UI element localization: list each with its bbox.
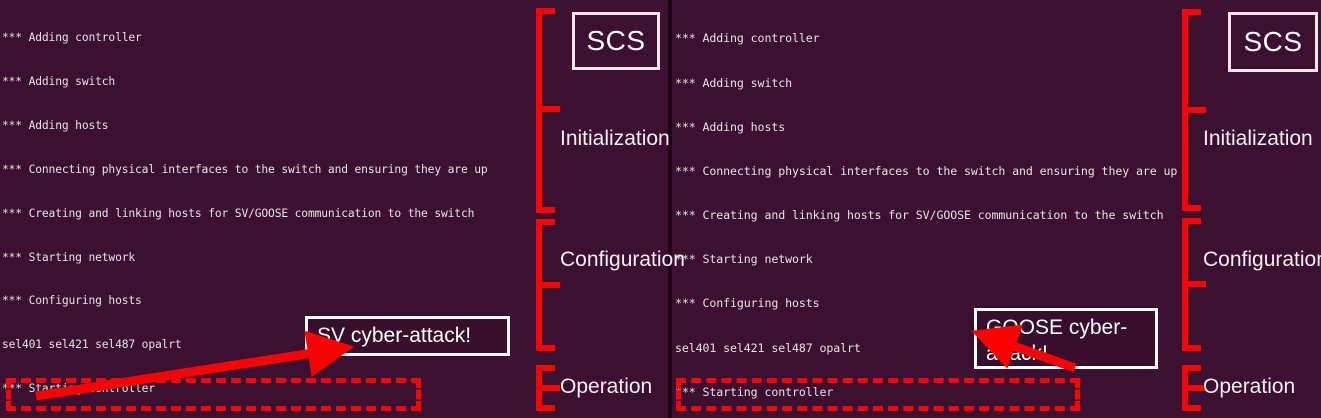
callout-sv-cyber-attack: SV cyber-attack! <box>305 316 510 356</box>
bracket-cap-bottom <box>1182 405 1201 411</box>
bracket-cap-top <box>1182 9 1201 15</box>
bracket-spine <box>1182 365 1188 411</box>
scs-badge-label: SCS <box>1243 26 1303 57</box>
bracket-tick <box>1188 281 1206 287</box>
terminal-line: *** Creating and linking hosts for SV/GO… <box>2 206 475 220</box>
bracket-configuration-left <box>536 219 561 351</box>
bracket-cap-bottom <box>1182 205 1201 211</box>
bracket-cap-top <box>536 8 555 14</box>
terminal-line: *** Configuring hosts <box>2 294 142 308</box>
bracket-cap-top <box>1182 218 1201 224</box>
section-label-initialization-left: Initialization <box>560 127 670 150</box>
bracket-cap-top <box>536 219 555 225</box>
terminal-line: *** Adding hosts <box>2 118 109 132</box>
bracket-tick <box>1188 107 1206 113</box>
callout-goose-cyber-attack: GOOSE cyber- attack! <box>974 308 1158 369</box>
bracket-cap-bottom <box>536 345 555 351</box>
terminal-line: *** Starting network <box>675 252 813 267</box>
alert-highlight-box-right <box>676 378 1080 411</box>
callout-text-line1: GOOSE cyber- <box>986 316 1128 339</box>
alert-highlight-box-left <box>6 378 421 411</box>
bracket-tick <box>542 106 560 112</box>
bracket-tick <box>1188 385 1206 391</box>
scs-badge-right: SCS <box>1228 12 1318 72</box>
scs-badge-label: SCS <box>586 25 646 56</box>
terminal-line: *** Connecting physical interfaces to th… <box>675 163 1178 178</box>
bracket-configuration-right <box>1182 218 1207 351</box>
bracket-spine <box>1182 9 1188 211</box>
bracket-cap-bottom <box>536 207 555 213</box>
bracket-cap-top <box>1182 365 1201 371</box>
terminal-line: *** Adding switch <box>2 75 116 89</box>
bracket-operation-left <box>536 365 561 411</box>
terminal-line: *** Adding hosts <box>675 119 786 134</box>
callout-text: SV cyber-attack! <box>317 324 472 347</box>
bracket-spine <box>536 219 542 351</box>
section-label-initialization-right: Initialization <box>1203 127 1313 150</box>
bracket-initialization-left <box>536 8 561 213</box>
section-label-configuration-right: Configuration <box>1203 248 1321 271</box>
scs-badge-left: SCS <box>572 12 660 70</box>
terminal-output-right: *** Adding controller *** Adding switch … <box>675 2 1321 418</box>
bracket-initialization-right <box>1182 9 1207 211</box>
bracket-spine <box>1182 218 1188 351</box>
section-label-configuration-left: Configuration <box>560 248 685 271</box>
terminal-line: *** Creating and linking hosts for SV/GO… <box>675 208 1164 223</box>
terminal-line: *** Connecting physical interfaces to th… <box>2 162 488 176</box>
terminal-line: *** Adding switch <box>675 75 792 90</box>
callout-text-line2: attack! <box>986 342 1048 365</box>
bracket-cap-bottom <box>1182 345 1201 351</box>
bracket-cap-top <box>536 365 555 371</box>
terminal-line: *** Configuring hosts <box>675 296 820 311</box>
bracket-spine <box>536 365 542 411</box>
terminal-line: *** Adding controller <box>2 31 142 45</box>
bracket-cap-bottom <box>536 405 555 411</box>
terminal-panel-right[interactable]: *** Adding controller *** Adding switch … <box>672 0 1321 418</box>
terminal-output-left: *** Adding controller *** Adding switch … <box>2 2 668 418</box>
terminal-line: *** Starting network <box>2 250 136 264</box>
bracket-operation-right <box>1182 365 1207 411</box>
bracket-tick <box>542 282 560 288</box>
section-label-operation-left: Operation <box>560 375 653 398</box>
section-label-operation-right: Operation <box>1203 375 1296 398</box>
bracket-spine <box>536 8 542 213</box>
terminal-line: sel401 sel421 sel487 opalrt <box>675 340 861 355</box>
panel-divider <box>668 0 672 418</box>
bracket-tick <box>542 385 560 391</box>
terminal-line: *** Adding controller <box>675 31 820 46</box>
